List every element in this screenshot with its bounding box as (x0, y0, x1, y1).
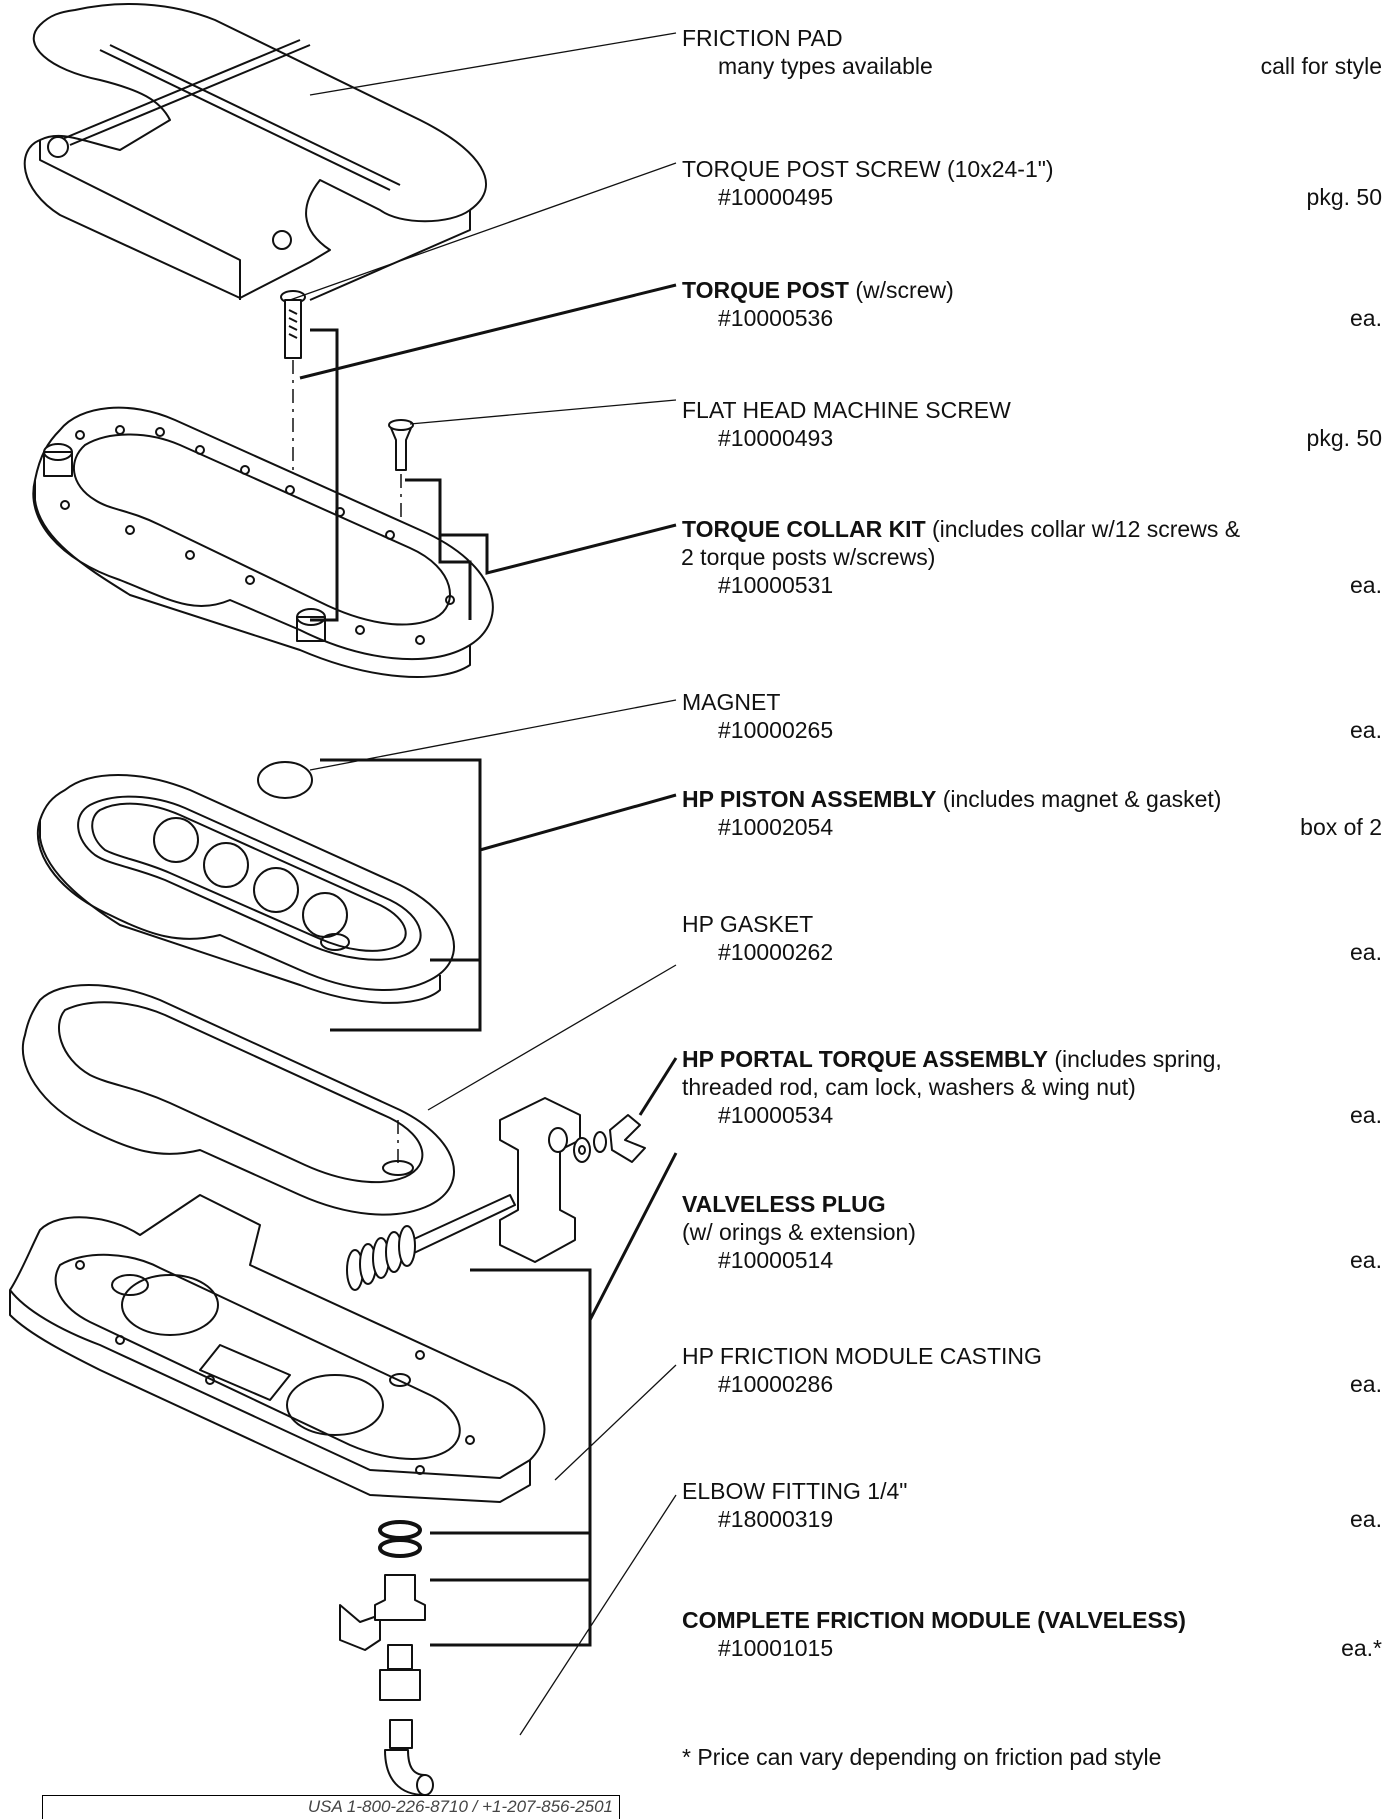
part-unit: ea. (1350, 717, 1382, 743)
price-footnote: * Price can vary depending on friction p… (682, 1744, 1162, 1770)
contact-phone-box: USA 1-800-226-8710 / +1-207-856-2501 (42, 1795, 620, 1819)
part-magnet: MAGNET #10000265 ea. (682, 688, 1382, 744)
part-unit: ea. (1350, 1506, 1382, 1532)
part-number: #10002054 (718, 814, 834, 840)
part-flat-head-machine-screw: FLAT HEAD MACHINE SCREW #10000493 pkg. 50 (682, 396, 1382, 452)
part-elbow-fitting: ELBOW FITTING 1/4" #18000319 ea. (682, 1477, 1382, 1533)
part-description: threaded rod, cam lock, washers & wing n… (682, 1074, 1136, 1100)
part-unit: pkg. 50 (1306, 184, 1382, 210)
part-torque-collar-kit: TORQUE COLLAR KIT (includes collar w/12 … (681, 515, 1382, 599)
part-name: HP PISTON ASSEMBLY (682, 786, 937, 812)
part-torque-post: TORQUE POST (w/screw) #10000536 ea. (682, 276, 1382, 332)
part-name: ELBOW FITTING 1/4" (682, 1478, 908, 1504)
part-number: #10000286 (718, 1371, 834, 1397)
valveless-plug-illustration (374, 1120, 426, 1701)
part-name: FRICTION PAD (682, 25, 843, 51)
part-number: #10000534 (718, 1102, 834, 1128)
part-name-suffix: (w/screw) (849, 277, 954, 303)
part-number: #10000531 (718, 572, 834, 598)
part-hp-portal-torque-assembly: HP PORTAL TORQUE ASSEMBLY (includes spri… (682, 1045, 1382, 1129)
part-name: FLAT HEAD MACHINE SCREW (682, 397, 1011, 423)
part-unit: pkg. 50 (1306, 425, 1382, 451)
part-number: #18000319 (718, 1506, 834, 1532)
part-hp-friction-module-casting: HP FRICTION MODULE CASTING #10000286 ea. (682, 1342, 1382, 1398)
magnet-illustration (257, 761, 313, 799)
part-complete-friction-module: COMPLETE FRICTION MODULE (VALVELESS) #10… (682, 1606, 1382, 1662)
part-name: HP FRICTION MODULE CASTING (682, 1343, 1042, 1369)
part-friction-pad: FRICTION PAD many types available call fo… (682, 24, 1382, 80)
part-unit: ea. (1350, 1102, 1382, 1128)
part-number: #10000514 (718, 1247, 834, 1273)
part-number: #10000262 (718, 939, 834, 965)
part-unit: ea. (1350, 939, 1382, 965)
part-description: many types available (718, 53, 933, 79)
flat-head-screw-illustration (388, 419, 414, 550)
part-name: TORQUE POST SCREW (10x24-1") (682, 156, 1054, 182)
hp-gasket-illustration (21, 984, 455, 1216)
part-unit: ea. (1350, 1247, 1382, 1273)
part-number: #10001015 (718, 1635, 834, 1661)
part-name-suffix: (includes collar w/12 screws & (925, 516, 1241, 542)
part-torque-post-screw: TORQUE POST SCREW (10x24-1") #10000495 pk… (682, 155, 1382, 211)
part-unit: ea. (1350, 572, 1382, 598)
part-name: TORQUE COLLAR KIT (682, 516, 926, 542)
torque-collar-illustration (32, 406, 494, 678)
part-name: COMPLETE FRICTION MODULE (VALVELESS) (682, 1607, 1186, 1633)
part-name: HP GASKET (682, 911, 814, 937)
part-hp-piston-assembly: HP PISTON ASSEMBLY (includes magnet & ga… (682, 785, 1382, 841)
part-valveless-plug: VALVELESS PLUG (w/ orings & extension) #… (682, 1190, 1382, 1274)
friction-pad-illustration (23, 3, 487, 301)
part-number: #10000495 (718, 184, 834, 210)
part-hp-gasket: HP GASKET #10000262 ea. (682, 910, 1382, 966)
part-name-suffix: (includes magnet & gasket) (936, 786, 1222, 812)
part-number: #10000536 (718, 305, 834, 331)
hp-piston-assembly-illustration (36, 774, 455, 1004)
part-name: VALVELESS PLUG (682, 1191, 886, 1217)
part-unit: ea.* (1341, 1635, 1382, 1661)
part-number: #10000265 (718, 717, 834, 743)
part-name: HP PORTAL TORQUE ASSEMBLY (682, 1046, 1048, 1072)
hp-portal-torque-assembly-illustration (346, 1097, 646, 1291)
elbow-fitting-illustration (384, 1719, 434, 1796)
part-description: (w/ orings & extension) (682, 1219, 916, 1245)
part-unit: ea. (1350, 1371, 1382, 1397)
part-name: TORQUE POST (682, 277, 849, 303)
part-unit: ea. (1350, 305, 1382, 331)
part-name: MAGNET (682, 689, 781, 715)
hp-friction-module-casting-illustration (9, 1194, 546, 1651)
part-unit: box of 2 (1300, 814, 1382, 840)
part-unit: call for style (1260, 53, 1382, 79)
part-description: 2 torque posts w/screws) (681, 544, 936, 570)
part-number: #10000493 (718, 425, 834, 451)
part-name-suffix: (includes spring, (1047, 1046, 1222, 1072)
